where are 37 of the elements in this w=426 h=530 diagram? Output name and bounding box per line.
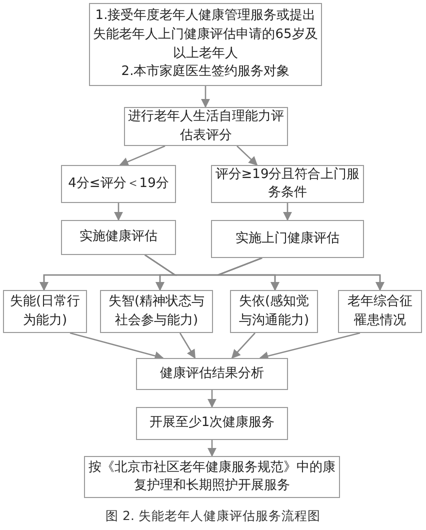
box-text: 进行老年人生活自理能力评估表评分	[128, 108, 284, 144]
process-box	[338, 290, 422, 333]
box-text: 失能(日常行为能力)	[8, 293, 82, 330]
process-box	[136, 358, 288, 390]
process-box	[230, 290, 318, 333]
box-text: 实施上门健康评估	[236, 230, 340, 248]
process-box	[61, 220, 176, 255]
arrow	[207, 390, 217, 408]
process-box	[89, 3, 322, 86]
arrow	[207, 440, 217, 457]
box-text: 健康评估结果分析	[160, 364, 264, 383]
arrow	[259, 332, 360, 360]
arrow	[70, 332, 164, 360]
box-text: 1.接受年度老年人健康管理服务或提出失能老年人上门健康评估申请的65岁及以上老年人	[93, 6, 318, 62]
box-text: 老年综合征罹患情况	[346, 293, 414, 330]
arrow	[231, 332, 256, 359]
arrow	[282, 203, 292, 221]
box-text: 失智(精神状态与社会参与能力)	[107, 293, 206, 330]
process-box	[3, 290, 87, 333]
arrow	[179, 332, 196, 359]
arrow	[236, 146, 258, 166]
box-text: 2.本市家庭医生签约服务对象	[121, 63, 290, 82]
box-text: 失依(感知觉与沟通能力)	[238, 293, 310, 330]
process-box	[211, 220, 364, 258]
arrow	[217, 257, 385, 291]
process-box	[100, 290, 213, 333]
arrow	[114, 203, 124, 221]
arrow	[200, 86, 210, 108]
box-text: 按《北京市社区老年健康服务规范》中的康复护理和长期照护开展服务	[88, 458, 336, 495]
box-text: 开展至少1次健康服务	[149, 414, 275, 432]
box-text: 评分≥19分且符合上门服务条件	[215, 166, 360, 202]
figure-caption: 图 2. 失能老年人健康评估服务流程图	[106, 508, 320, 525]
process-box	[136, 407, 288, 440]
box-text: 4分≤评分＜19分	[68, 174, 169, 193]
box-text: 实施健康评估	[80, 228, 158, 246]
arrow	[119, 145, 166, 166]
process-box	[61, 165, 176, 203]
